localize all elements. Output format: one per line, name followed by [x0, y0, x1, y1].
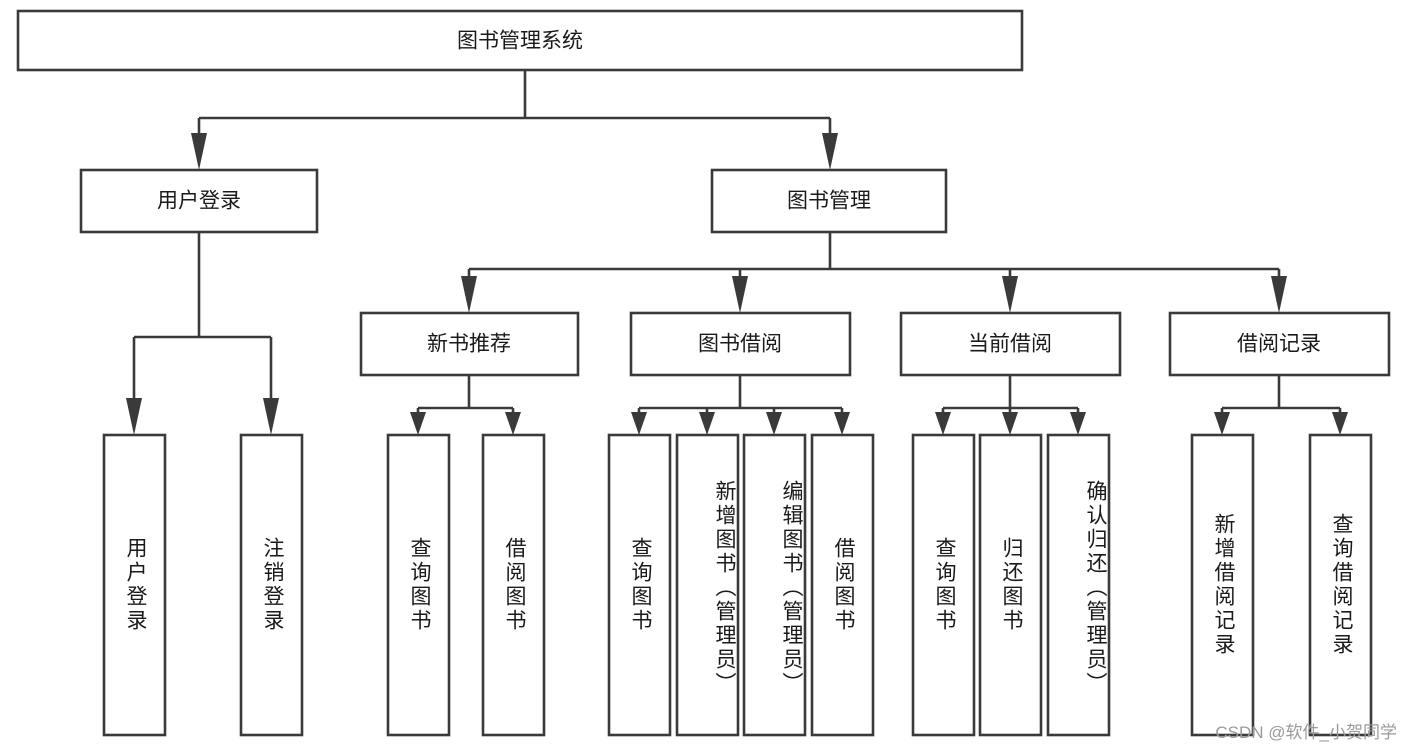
node-leaf-logout-box[interactable]	[239, 433, 304, 737]
arrow-head-leaf-borrow-book-1	[505, 412, 521, 435]
node-leaf-add-book-box[interactable]	[675, 433, 740, 737]
node-leaf-borrow-book-1-box[interactable]	[481, 433, 546, 737]
node-new-book-recommend-label: 新书推荐	[427, 333, 511, 356]
node-current-borrow-box[interactable]	[899, 311, 1122, 377]
node-leaf-query-record-box[interactable]	[1308, 433, 1373, 737]
node-leaf-add-record-box[interactable]	[1190, 433, 1255, 737]
arrow-head-leaf-query-book-3	[935, 412, 951, 435]
arrow-head-leaf-query-book-1	[410, 412, 426, 435]
node-leaf-query-book-2-box[interactable]	[607, 433, 672, 737]
node-user-login-box[interactable]	[79, 168, 319, 234]
arrow-head-leaf-user-login	[126, 398, 142, 435]
arrow-head-book-management	[822, 133, 838, 170]
node-root-label: 图书管理系统	[457, 30, 583, 53]
arrow-head-book-borrow	[732, 276, 748, 313]
node-current-borrow-label: 当前借阅	[968, 333, 1052, 356]
node-book-borrow-box[interactable]	[629, 311, 852, 377]
arrow-head-leaf-add-record	[1214, 412, 1230, 435]
arrow-head-borrow-record	[1271, 276, 1287, 313]
arrow-head-leaf-query-book-2	[631, 412, 647, 435]
node-book-borrow-label: 图书借阅	[698, 333, 782, 356]
connector-layer	[126, 70, 1348, 435]
arrow-head-leaf-logout	[263, 398, 279, 435]
node-leaf-return-book-box[interactable]	[978, 433, 1043, 737]
node-root-box[interactable]	[16, 9, 1024, 72]
node-leaf-query-book-1-box[interactable]	[386, 433, 451, 737]
node-book-management-box[interactable]	[710, 168, 948, 234]
arrow-head-leaf-borrow-book-2	[834, 412, 850, 435]
arrow-head-current-borrow	[1002, 276, 1018, 313]
arrow-head-leaf-query-record	[1332, 412, 1348, 435]
node-new-book-recommend-box[interactable]	[359, 311, 580, 377]
node-book-management-label: 图书管理	[787, 190, 871, 213]
arrow-head-leaf-edit-book	[766, 412, 782, 435]
node-leaf-user-login-box[interactable]	[102, 433, 167, 737]
arrow-head-leaf-add-book	[699, 412, 715, 435]
node-user-login-label: 用户登录	[157, 190, 241, 213]
node-leaf-edit-book-box[interactable]	[742, 433, 807, 737]
arrow-head-leaf-return-book	[1002, 412, 1018, 435]
node-borrow-record-label: 借阅记录	[1237, 333, 1321, 356]
node-leaf-confirm-return-box[interactable]	[1046, 433, 1111, 737]
node-leaf-borrow-book-2-box[interactable]	[810, 433, 875, 737]
arrow-head-user-login	[191, 133, 207, 170]
node-layer: 图书管理系统 用户登录 图书管理 新书推荐 图书借阅 当前借阅 借阅记录	[16, 9, 1391, 737]
node-leaf-query-book-3-box[interactable]	[911, 433, 976, 737]
arrow-head-leaf-confirm-return	[1070, 412, 1086, 435]
arrow-head-new-book-recommend	[461, 276, 477, 313]
node-borrow-record-box[interactable]	[1168, 311, 1391, 377]
